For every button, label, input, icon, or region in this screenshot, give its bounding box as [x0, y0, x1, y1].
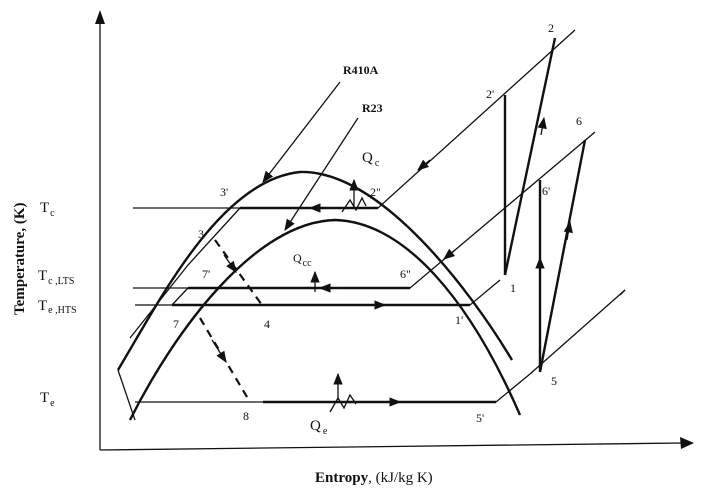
y-axis-label: Temperature, (K): [12, 203, 28, 316]
te-hts-main: T: [38, 298, 47, 314]
expansion-arrow-lts: [211, 339, 227, 363]
label-te-hts: Te ,HTS: [38, 298, 77, 316]
flow-arrow-tc-diag: [417, 159, 431, 171]
heat-arrow-qe-zig: [329, 393, 357, 413]
label-r410a: R410A: [343, 63, 379, 77]
label-tc: Tc: [40, 200, 55, 219]
point-6-prime: 6': [542, 184, 550, 198]
x-axis-unit: , (kJ/kg K): [368, 470, 433, 486]
point-2-prime: 2': [486, 87, 494, 101]
isobar-lower-right: [619, 289, 626, 296]
expansion-hts: [214, 239, 263, 306]
tc-sub: c: [50, 208, 55, 219]
isobar-te-hts: [135, 279, 501, 306]
label-tc-lts: Tc ,LTS: [38, 268, 74, 287]
liquid-line-hts: [129, 207, 241, 339]
label-te: Te: [40, 390, 55, 409]
tc-lts-main: T: [38, 268, 47, 284]
x-axis-arrow: [680, 437, 694, 449]
te-sub: e: [50, 398, 55, 409]
label-r23: R23: [362, 101, 383, 115]
liquid-line-lts: [171, 287, 189, 306]
dome-r410a: [116, 170, 514, 371]
compression-arrow-hts: [537, 116, 547, 136]
point-2: 2: [548, 21, 554, 35]
point-7-prime: 7': [202, 267, 210, 281]
te-hts-sub: e ,HTS: [48, 305, 76, 316]
point-6-double-prime: 6": [400, 267, 411, 281]
te-main: T: [40, 390, 49, 406]
qe-sub: e: [323, 426, 328, 437]
y-axis-unit: , (K): [12, 203, 28, 232]
expansion-arrow-hts: [223, 254, 237, 273]
point-6: 6: [576, 114, 582, 128]
x-axis: [99, 442, 683, 451]
compression-lts: [538, 139, 587, 373]
heat-arrow-qc: [341, 196, 367, 213]
qc-sub: c: [375, 158, 380, 169]
point-4: 4: [264, 317, 270, 331]
pointer-r410a: [262, 81, 341, 183]
compression-hts: [503, 37, 557, 276]
tc-main: T: [40, 200, 49, 216]
point-1: 1: [510, 281, 516, 295]
x-axis-title: Entropy: [315, 470, 369, 486]
point-7: 7: [173, 317, 179, 331]
dome-r23: [128, 218, 522, 421]
point-1-prime: 1': [455, 313, 463, 327]
flow-arrow-tclts-diag: [443, 248, 456, 260]
qc-main: Q: [362, 150, 373, 166]
label-qcc: Qcc: [293, 251, 312, 269]
compression-arrow-lts: [563, 220, 573, 241]
dome-r410a-left-ext: [117, 369, 136, 421]
pointer-r23: [284, 117, 359, 231]
point-2-double-prime: 2": [370, 185, 381, 199]
point-3: 3: [198, 227, 204, 241]
point-3-prime: 3': [220, 185, 228, 199]
y-axis-arrow: [95, 10, 105, 24]
x-axis-label: Entropy, (kJ/kg K): [315, 470, 433, 486]
point-5: 5: [551, 374, 557, 388]
point-5-prime: 5': [476, 411, 484, 425]
axes: [95, 10, 694, 451]
qcc-main: Q: [293, 251, 302, 265]
qcc-sub: cc: [303, 258, 312, 269]
y-axis-title: Temperature: [12, 231, 28, 315]
qe-main: Q: [310, 418, 321, 434]
tc-lts-sub: c ,LTS: [48, 276, 74, 287]
point-8: 8: [243, 409, 249, 423]
